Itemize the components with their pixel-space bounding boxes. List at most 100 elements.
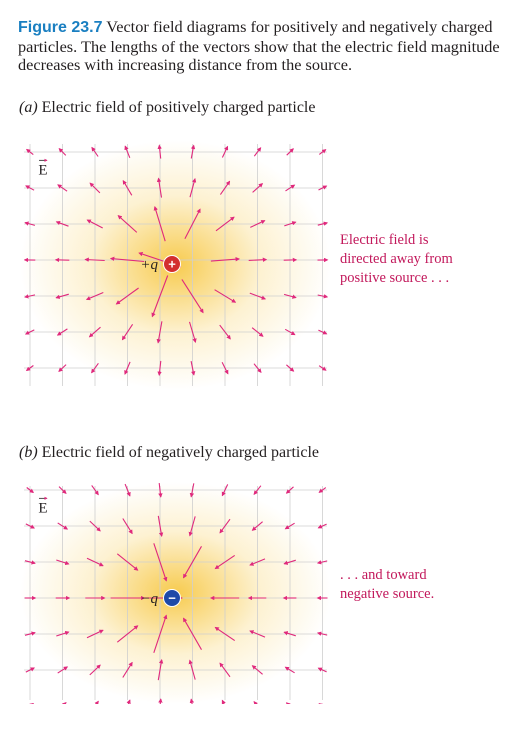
field-vector-arrow xyxy=(252,183,264,193)
field-diagram-negative: E −q− xyxy=(20,482,331,704)
field-vector-arrow xyxy=(190,144,196,159)
field-vector-arrow xyxy=(318,487,327,493)
field-vector-arrow xyxy=(251,521,263,531)
field-vector-arrow xyxy=(286,364,295,372)
field-vector-arrow xyxy=(317,667,327,673)
field-vector-arrow xyxy=(124,145,131,159)
field-vector-arrow xyxy=(317,221,329,226)
field-vector-arrow xyxy=(91,485,99,496)
field-vector-arrow xyxy=(219,180,231,195)
field-vector-arrow xyxy=(285,184,296,192)
panel-a-title: (a) Electric field of positively charged… xyxy=(19,99,315,117)
field-vector-arrow xyxy=(58,364,67,373)
field-vector-arrow xyxy=(253,147,262,157)
figure-caption-text: Vector field diagrams for positively and… xyxy=(18,17,500,74)
field-vector-arrow xyxy=(116,553,139,571)
field-vector-arrow xyxy=(318,149,327,155)
field-vector-arrow xyxy=(25,667,35,673)
field-symbol-label: E xyxy=(35,156,51,179)
field-vector-arrow xyxy=(215,216,235,232)
field-vector-arrow xyxy=(26,148,34,156)
panel-a-note-line: Electric field is xyxy=(340,232,429,248)
field-vector-arrow xyxy=(188,321,197,343)
field-vector-arrow xyxy=(318,185,328,191)
negative-field-svg: E −q− xyxy=(20,482,331,704)
panel-a-note-line: positive source . . . xyxy=(340,270,450,286)
field-vector-arrow xyxy=(249,558,266,566)
field-vector-arrow xyxy=(251,327,264,337)
field-vector-arrow xyxy=(57,184,68,192)
field-vector-arrow xyxy=(122,179,133,196)
charge-sign: − xyxy=(168,591,176,606)
field-vector-arrow xyxy=(283,631,296,637)
charge-label: +q xyxy=(140,257,158,273)
field-vector-arrow xyxy=(156,177,163,198)
field-vector-arrow xyxy=(94,700,99,704)
field-vector-arrow xyxy=(316,631,328,636)
field-vector-arrow xyxy=(284,221,297,227)
field-vector-arrow xyxy=(285,702,291,704)
field-vector-arrow xyxy=(56,328,68,336)
field-vector-arrow xyxy=(157,515,164,537)
field-vector-arrow xyxy=(153,205,166,242)
field-vector-arrow xyxy=(58,147,67,156)
field-vector-arrow xyxy=(283,293,297,299)
field-vector-arrow xyxy=(57,522,69,530)
field-vector-arrow xyxy=(89,664,101,676)
field-vector-arrow xyxy=(318,329,328,335)
field-vector-arrow xyxy=(284,328,296,336)
field-symbol-text: E xyxy=(38,162,47,178)
panel-b-title-text: Electric field of negatively charged par… xyxy=(41,444,319,461)
panel-b-letter: (b) xyxy=(19,444,38,461)
positive-field-svg: E +q + xyxy=(20,140,331,390)
field-vector-arrow xyxy=(86,629,104,639)
field-vector-arrow xyxy=(249,292,267,300)
charge-label: −q xyxy=(140,591,158,607)
field-vector-arrow xyxy=(317,523,327,529)
field-vector-arrow xyxy=(151,275,169,318)
field-vector-arrow xyxy=(285,486,294,494)
panel-a-title-text: Electric field of positively charged par… xyxy=(41,99,316,116)
field-vector-arrow xyxy=(188,516,196,537)
field-vector-arrow xyxy=(86,557,104,567)
field-vector-arrow xyxy=(286,148,294,156)
field-vector-arrow xyxy=(253,701,259,704)
field-vector-arrow xyxy=(214,289,237,303)
field-vector-arrow xyxy=(189,698,195,704)
field-vector-arrow xyxy=(188,659,196,680)
field-vector-arrow xyxy=(89,520,101,532)
field-vector-arrow xyxy=(91,362,99,374)
panel-b-note-line: negative source. xyxy=(340,586,435,602)
field-vector-arrow xyxy=(156,321,163,344)
field-vector-arrow xyxy=(122,518,133,535)
field-vector-arrow xyxy=(24,560,36,565)
field-vector-arrow xyxy=(249,630,266,638)
field-vector-arrow xyxy=(221,699,226,704)
negative-charge-icon: − xyxy=(163,589,181,607)
field-symbol-label: E xyxy=(35,494,51,517)
field-vector-arrow xyxy=(57,666,69,674)
field-vector-arrow xyxy=(248,257,268,262)
field-vector-arrow xyxy=(89,182,101,194)
field-vector-arrow xyxy=(58,486,67,495)
field-vector-arrow xyxy=(214,554,236,570)
field-vector-arrow xyxy=(55,220,69,227)
field-vector-arrow xyxy=(214,626,236,642)
field-vector-arrow xyxy=(189,483,195,498)
field-vector-arrow xyxy=(24,221,36,226)
figure-label: Figure 23.7 xyxy=(18,19,103,36)
grid-lines xyxy=(24,144,327,386)
field-vector-arrow xyxy=(109,256,145,263)
field-vector-arrow xyxy=(26,487,35,494)
panel-a-note: Electric field is directed away from pos… xyxy=(340,231,453,288)
positive-charge-icon: + xyxy=(163,255,181,273)
field-vector-arrow xyxy=(221,145,229,158)
field-vector-arrow xyxy=(284,522,295,530)
field-vector-arrow xyxy=(253,363,262,373)
field-vector-arrow xyxy=(251,665,263,675)
field-vector-arrow xyxy=(183,617,202,650)
panel-b-note: . . . and toward negative source. xyxy=(340,566,434,604)
field-vector-arrow xyxy=(210,256,240,262)
field-vector-arrow xyxy=(184,208,201,240)
field-vector-arrow xyxy=(190,360,196,376)
